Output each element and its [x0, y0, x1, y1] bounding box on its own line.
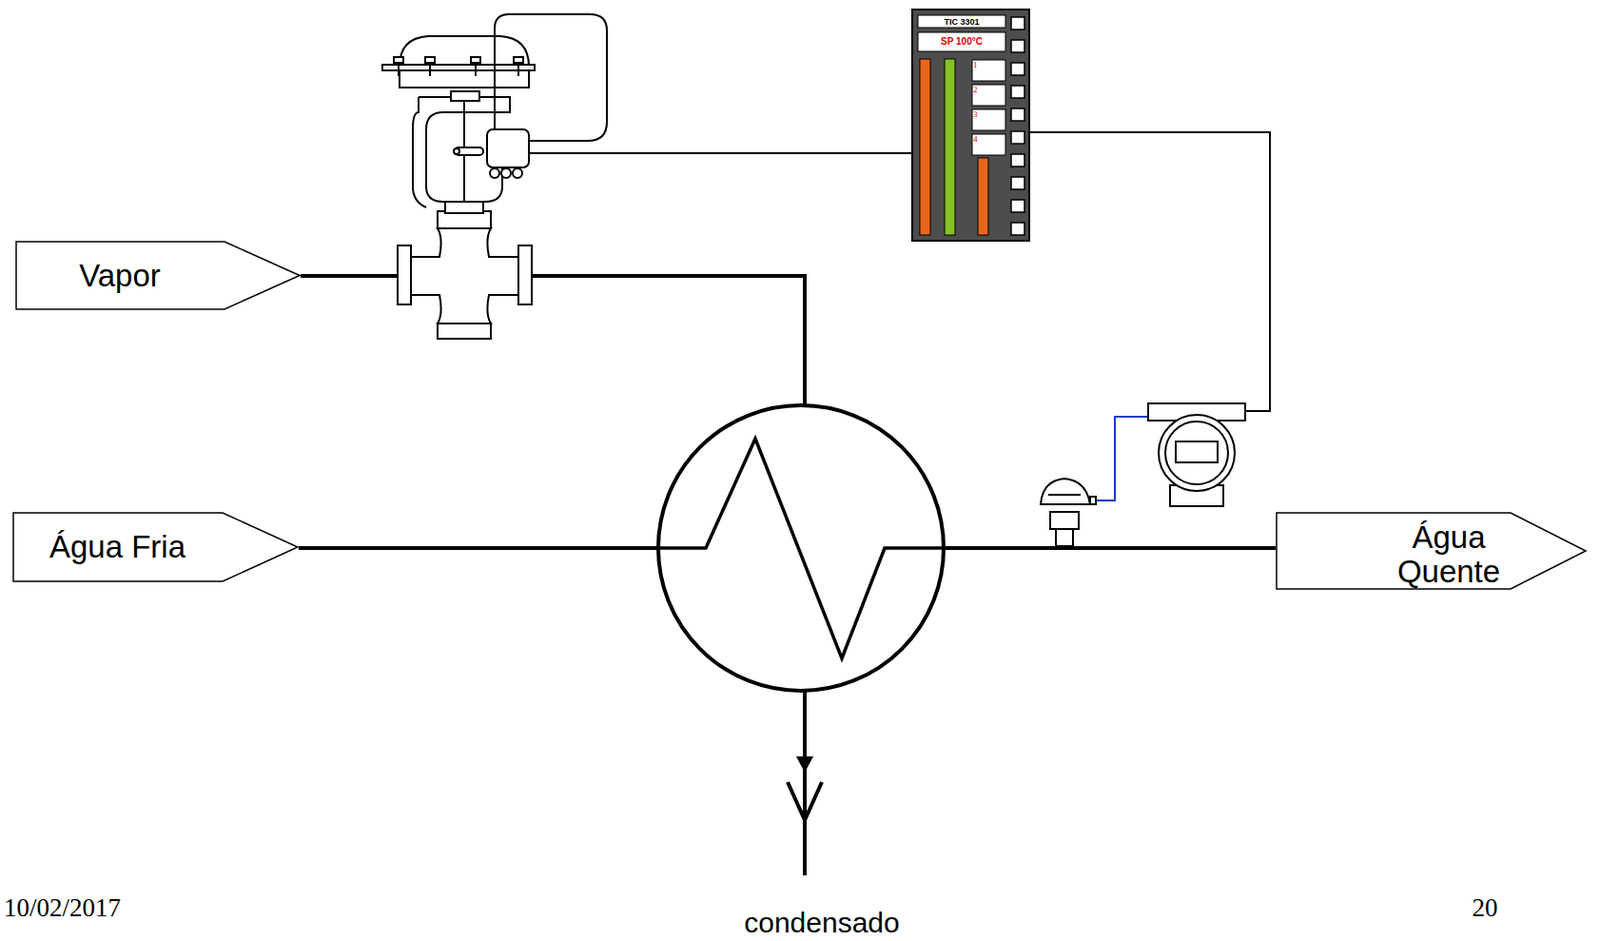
control-valve: [382, 14, 607, 339]
signal-wire: [1030, 132, 1270, 411]
channel-number: 4: [973, 135, 978, 144]
panel-display: SP 100°C: [940, 37, 983, 47]
steam-pipe: [300, 273, 398, 278]
controller-panel: TIC 3301 SP 100°C 1 2 3 4: [911, 8, 1031, 242]
condensate-pipe: [802, 690, 807, 876]
stream-flag: Água Quente: [1275, 511, 1587, 590]
sensor-wire: [1093, 416, 1149, 501]
flag-shape: [13, 512, 298, 582]
flag-shape: [16, 241, 300, 310]
condensate-arrow: [787, 781, 822, 820]
water-pipe: [298, 546, 659, 550]
stream-label: Água Quente: [1377, 520, 1521, 589]
heat-exchanger: [658, 405, 944, 691]
stream-flag: Água Fria: [12, 511, 299, 583]
channel-number: 2: [973, 85, 978, 95]
steam-pipe: [530, 275, 805, 406]
stream-label: condensado: [743, 906, 899, 938]
channel-number: 1: [973, 60, 978, 70]
channel-number: 3: [973, 110, 978, 119]
stream-label: Vapor: [78, 258, 161, 293]
temperature-sensor: [1040, 478, 1096, 547]
date: 10/02/2017: [3, 894, 121, 923]
exchanger-coil: [658, 438, 944, 659]
page-number: 20: [1472, 894, 1499, 923]
temperature-transmitter: [1148, 403, 1246, 507]
panel-display: TIC 3301: [943, 18, 979, 27]
stream-label: Água Fria: [49, 529, 186, 565]
flag-shape: [1276, 512, 1586, 589]
water-pipe: [943, 546, 1276, 550]
signal-wire: [528, 152, 912, 155]
flow-arrowhead: [796, 756, 814, 773]
stream-flag: Vapor: [15, 240, 301, 311]
